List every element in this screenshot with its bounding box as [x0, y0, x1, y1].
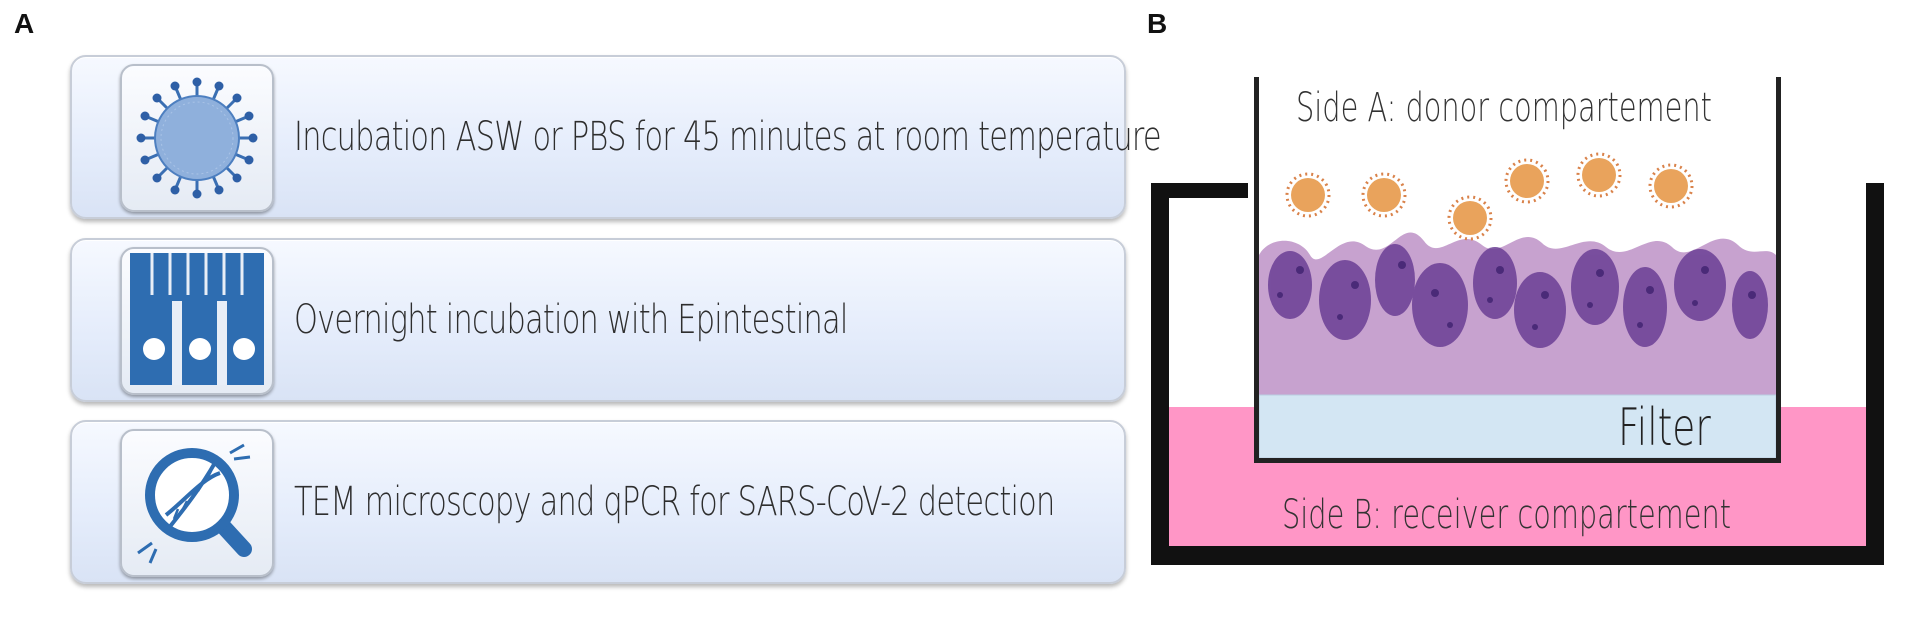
panel-label-b: B	[1147, 8, 1168, 39]
epithelial-tissue	[1259, 232, 1776, 395]
step-incubation: Incubation ASW or PBS for 45 minutes at …	[70, 55, 1162, 219]
receiver-compartment-label: Side B: receiver compartement	[1282, 492, 1732, 538]
dna-magnifier-icon	[120, 429, 274, 577]
donor-compartment-label: Side A: donor compartement	[1296, 85, 1712, 131]
step-3-text: TEM microscopy and qPCR for SARS-CoV-2 d…	[294, 479, 1055, 525]
intestinal-cells-icon	[120, 247, 274, 395]
panel-label-a: A	[14, 8, 35, 39]
filter-label: Filter	[1618, 398, 1711, 458]
transwell-diagram: Side A: donor compartement Filter Side B…	[1140, 55, 1900, 615]
virus-icon	[120, 64, 274, 212]
step-2-text: Overnight incubation with Epintestinal	[294, 297, 848, 343]
step-detection: TEM microscopy and qPCR for SARS-CoV-2 d…	[70, 420, 1126, 584]
step-1-text: Incubation ASW or PBS for 45 minutes at …	[294, 114, 1162, 160]
virus-particles	[1285, 152, 1694, 241]
step-overnight: Overnight incubation with Epintestinal	[70, 238, 1126, 402]
